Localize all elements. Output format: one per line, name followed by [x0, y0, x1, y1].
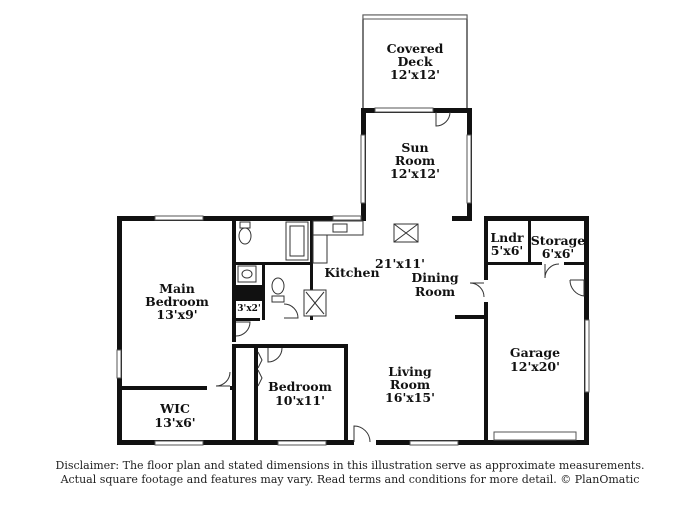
- main-bedroom-label-2: Bedroom: [145, 294, 209, 309]
- living-room-label: Living: [388, 364, 432, 379]
- sun-room-label-2: Room: [395, 153, 435, 168]
- kitchen-label: Kitchen: [324, 265, 379, 280]
- laundry-label: Lndr: [490, 230, 524, 245]
- door-swings: [215, 263, 585, 443]
- covered-deck-label-2: Deck: [397, 54, 432, 69]
- disclaimer-line-2: Actual square footage and features may v…: [60, 473, 640, 486]
- storage-label: Storage: [531, 233, 586, 248]
- closet-dims: 3'x2': [237, 304, 260, 314]
- interior-walls: [117, 216, 588, 445]
- main-bedroom-dims: 13'x9': [156, 307, 197, 322]
- disclaimer-line-1: Disclaimer: The floor plan and stated di…: [55, 459, 645, 472]
- wic-dims: 13'x6': [154, 415, 195, 430]
- main-bedroom-label: Main: [159, 281, 195, 296]
- sun-room-label: Sun: [401, 140, 428, 155]
- bedroom-label: Bedroom: [268, 379, 332, 394]
- covered-deck-dims: 12'x12': [390, 67, 440, 82]
- kitchen-dining-dims: 21'x11': [375, 256, 425, 271]
- bedroom-dims: 10'x11': [275, 393, 325, 408]
- garage-label: Garage: [510, 345, 560, 360]
- storage-dims: 6'x6': [542, 246, 575, 261]
- laundry-dims: 5'x6': [491, 243, 524, 258]
- living-room-label-2: Room: [390, 377, 430, 392]
- dining-room-label-2: Room: [415, 284, 455, 299]
- covered-deck-label: Covered: [387, 41, 444, 56]
- sun-room-walls: [360, 107, 472, 220]
- sun-room-dims: 12'x12': [390, 166, 440, 181]
- garage-dims: 12'x20': [510, 359, 560, 374]
- sun-room-door-swing: [435, 111, 451, 127]
- dining-room-label: Dining: [411, 270, 459, 285]
- exterior-walls: [116, 215, 590, 446]
- fixtures: [236, 220, 419, 387]
- wic-label: WIC: [159, 401, 190, 416]
- living-room-dims: 16'x15': [385, 390, 435, 405]
